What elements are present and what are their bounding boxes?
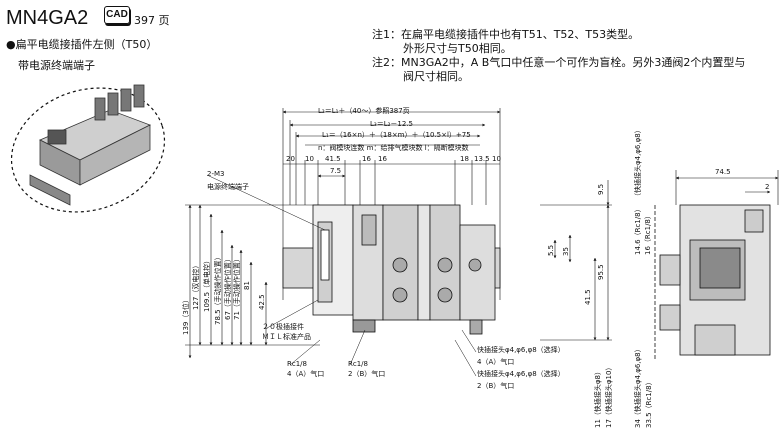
dim-95-5: 95.5 (597, 264, 605, 280)
fitting-b-port: 2（B）气口 (477, 381, 514, 390)
model-number: MN4GA2 (6, 7, 89, 29)
label-20pin: ２０极插接件 (262, 322, 304, 331)
cad-page-ref: 397 页 (134, 14, 170, 27)
fitting-b-spec: 快插接头φ4,φ6,φ8（选择） (477, 369, 565, 378)
dim-7-5: 7.5 (330, 167, 341, 175)
dim-35: 35 (562, 247, 570, 256)
dim-2: 2 (765, 183, 769, 191)
note-1-line-1: 注1：在扁平电缆接插件中也有T51、T52、T53类型。 (372, 28, 640, 41)
label-power-terminal: 电源终端端子 (207, 182, 249, 191)
dim-16: 16（Rc1/8） (644, 212, 652, 255)
manifold-front-view (282, 204, 501, 335)
dim-9-5: 9.5 (597, 184, 605, 195)
rc-mid-port: 2（B）气口 (348, 369, 385, 378)
product-illustration (10, 84, 166, 213)
note-2-line-1: 注2：MN3GA2中，A B气口中任意一个可作为盲栓。另外3通阀2个内置型与 (372, 56, 746, 69)
dim-top-5: 18 (460, 155, 469, 163)
dim-top-7: 10 (492, 155, 501, 163)
fitting-a-spec: 快插接头φ4,φ6,φ8（选择） (477, 345, 565, 354)
dim-top-0: 20 (286, 155, 295, 163)
dim-top-6: 13.5 (474, 155, 490, 163)
dim-71: 71（手动操作位置） (232, 255, 241, 320)
dim-41-5: 41.5 (584, 289, 592, 305)
dim-14-6: 14.6（Rc1/8） (634, 205, 642, 255)
dim-top-2: 41.5 (325, 155, 341, 163)
fitting-a-port: 4（A）气口 (477, 357, 514, 366)
dim-top-4: 16 (378, 155, 387, 163)
cad-badge[interactable]: CAD (104, 6, 130, 24)
dim-counts: n：阀模块连数 m：给排气模块数 l：隔断模块数 (318, 143, 469, 152)
dim-74-5: 74.5 (715, 168, 731, 176)
dim-l2: L₂＝L₁＋（40～）参照387页 (318, 106, 410, 115)
rc-left-port: 4（A）气口 (287, 369, 324, 378)
label-mil: ＭＩＬ标准产品 (262, 332, 311, 341)
dim-139: 139（3位） (181, 296, 190, 335)
subtitle-power-terminal: 带电源终端端子 (18, 59, 95, 72)
dim-11: 11（快插接头φ8） (593, 368, 602, 428)
label-2m3: 2-M3 (207, 170, 224, 178)
subtitle-connector: ●扁平电缆接插件左侧（T50） (6, 38, 158, 51)
dim-5-5: 5.5 (547, 245, 555, 256)
dim-top-1: 10 (305, 155, 314, 163)
side-top-fitting: （快插接头φ4,φ6,φ8） (633, 126, 642, 200)
dim-l1: L₁＝（16×n）＋（18×m）＋（10.5×l）+75 (322, 131, 471, 139)
note-1-line-2: 外形尺寸与T50相同。 (403, 42, 512, 55)
dimension-lines (185, 108, 779, 359)
dim-78-5: 78.5（手动操作位置） (213, 253, 222, 325)
dim-67: 67（手动操作位置） (223, 255, 232, 320)
dim-42-5: 42.5 (258, 294, 266, 310)
manifold-side-view (654, 204, 771, 360)
leader-lines (206, 174, 477, 377)
note-2-line-2: 阀尺寸相同。 (403, 70, 469, 83)
rc-mid-size: Rc1/8 (348, 360, 368, 368)
dim-127: 127（双电控） (191, 262, 200, 310)
rc-left-size: Rc1/8 (287, 360, 307, 368)
dim-top-3: 16 (362, 155, 371, 163)
dim-33-5: 33.5（Rc1/8） (645, 378, 653, 428)
dim-109-5: 109.5（单电控） (202, 257, 211, 312)
dim-l3: L₃＝L₂－12.5 (370, 120, 413, 128)
dim-81: 81 (243, 281, 251, 290)
dim-34: 34（快插接头φ4,φ6,φ8） (633, 345, 642, 428)
dim-17: 17（快插接头φ10） (604, 364, 613, 428)
